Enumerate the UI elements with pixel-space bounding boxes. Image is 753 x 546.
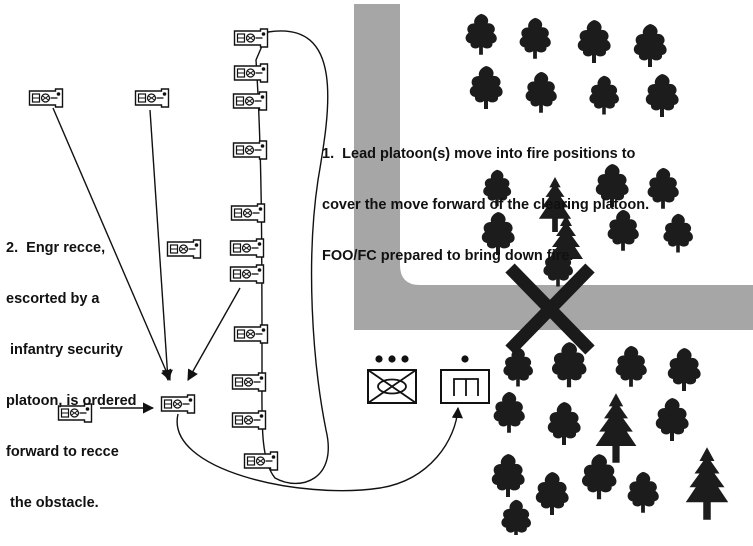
tree-icon bbox=[615, 345, 647, 387]
tree-icon bbox=[469, 66, 503, 109]
advance-arrow bbox=[149, 109, 173, 382]
tree-icon bbox=[645, 74, 679, 117]
note-line: FOO/FC prepared to bring down fire. bbox=[322, 248, 574, 264]
tree-icon bbox=[535, 472, 569, 515]
engineer-mark bbox=[453, 378, 479, 396]
echelon-dot bbox=[388, 355, 396, 363]
tree-icon bbox=[663, 213, 693, 253]
diagram-canvas bbox=[28, 4, 753, 539]
note-line: forward to recce bbox=[6, 444, 119, 460]
armoured-vehicle-icon bbox=[231, 372, 267, 392]
engineer-unit-symbol bbox=[440, 355, 490, 404]
tree-icon bbox=[465, 13, 497, 55]
tree-icon bbox=[667, 348, 701, 391]
armour-oval bbox=[377, 378, 407, 395]
tree-icon bbox=[501, 499, 531, 539]
infantry-cross bbox=[367, 369, 417, 404]
armoured-vehicle-icon bbox=[166, 239, 202, 259]
armoured-vehicle-icon bbox=[233, 324, 269, 344]
unit-symbols bbox=[367, 355, 490, 404]
tactical-diagram: 1. Lead platoon(s) move into fire positi… bbox=[6, 4, 753, 539]
note-line: the obstacle. bbox=[6, 495, 99, 511]
infantry-unit-symbol bbox=[367, 355, 417, 404]
road bbox=[354, 4, 753, 330]
lead-platoon-note: 1. Lead platoon(s) move into fire positi… bbox=[322, 112, 649, 299]
tree-icon bbox=[577, 20, 611, 63]
tree-icon bbox=[493, 391, 525, 433]
note-line: 1. Lead platoon(s) move into fire positi… bbox=[322, 146, 636, 162]
note-line: escorted by a bbox=[6, 291, 100, 307]
armoured-vehicle-icon bbox=[233, 63, 269, 83]
echelon-dot bbox=[401, 355, 409, 363]
tree-icon bbox=[547, 402, 581, 445]
pine-tree-icon bbox=[685, 447, 729, 520]
engr-recce-note: 2. Engr recce, escorted by a infantry se… bbox=[6, 206, 137, 546]
obstacle-cross bbox=[505, 263, 595, 355]
armoured-vehicle-icon bbox=[230, 203, 266, 223]
armoured-vehicle-icon bbox=[243, 451, 279, 471]
tree-icon bbox=[647, 167, 679, 209]
advance-arrow bbox=[187, 287, 241, 381]
armoured-vehicle-icon bbox=[134, 88, 170, 108]
pine-tree-icon bbox=[595, 393, 637, 463]
tree-icon bbox=[525, 71, 557, 113]
note-line: 2. Engr recce, bbox=[6, 240, 106, 256]
armoured-vehicle-icon bbox=[28, 88, 64, 108]
armoured-vehicle-icon bbox=[160, 394, 196, 414]
tree-icon bbox=[519, 17, 551, 59]
note-line: cover the move forward of the clearing p… bbox=[322, 197, 650, 213]
tree-icon bbox=[627, 471, 659, 513]
advance-arrow bbox=[52, 107, 172, 382]
echelon-dot bbox=[461, 355, 469, 363]
tree-icon bbox=[503, 347, 533, 387]
armoured-vehicle-icon bbox=[229, 264, 265, 284]
armoured-vehicle-icon bbox=[231, 410, 267, 430]
armoured-vehicle-icon bbox=[233, 28, 269, 48]
note-line: platoon, is ordered bbox=[6, 393, 137, 409]
road-network bbox=[354, 4, 753, 330]
tree-icon bbox=[633, 24, 667, 67]
unit-frame bbox=[440, 369, 490, 404]
tree-icon bbox=[655, 398, 689, 441]
echelon-dot bbox=[375, 355, 383, 363]
armoured-vehicle-icon bbox=[229, 238, 265, 258]
tree-icon bbox=[589, 75, 619, 115]
tree-icon bbox=[581, 454, 617, 500]
armoured-vehicle-icon bbox=[232, 91, 268, 111]
obstacle-x bbox=[505, 263, 595, 355]
tree-icon bbox=[491, 454, 525, 497]
armoured-vehicle-icon bbox=[232, 140, 268, 160]
note-line: infantry security bbox=[6, 342, 123, 358]
engr-recce-route bbox=[176, 406, 463, 492]
